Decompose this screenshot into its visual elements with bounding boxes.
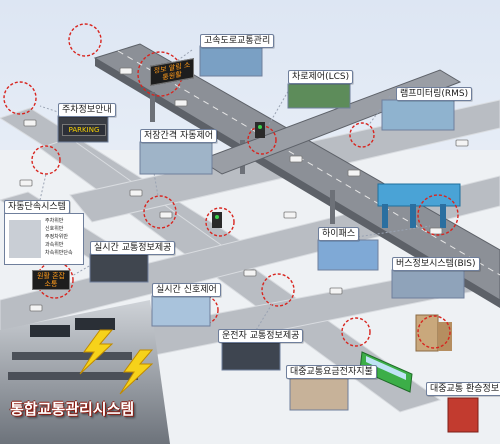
highlight-circle	[417, 315, 451, 349]
elevated-highway	[93, 43, 500, 308]
monitor-wall	[30, 325, 70, 337]
lightning-icon	[119, 349, 154, 395]
car-icon	[23, 119, 37, 127]
highway-side	[95, 58, 500, 308]
highlight-circle	[3, 81, 37, 115]
toll-pillar	[410, 204, 416, 228]
thumb-lcs	[287, 83, 351, 109]
cars	[19, 67, 469, 312]
ramp-deck	[198, 69, 462, 175]
bus	[359, 351, 413, 393]
pillar	[330, 190, 335, 224]
buildings	[415, 314, 479, 433]
highway-deck	[93, 43, 500, 301]
label-intersection-control: 저장간격 자동제어	[140, 129, 218, 143]
label-parking-info: 주차정보안내	[58, 103, 116, 117]
thumb-highway	[199, 45, 263, 77]
car-icon	[283, 211, 297, 219]
thumb-rms	[381, 99, 455, 131]
thumb-intersection	[139, 141, 213, 175]
highlight-circle	[261, 273, 295, 307]
light-green	[215, 215, 219, 219]
building	[415, 314, 439, 352]
traffic-light-icon	[212, 212, 222, 228]
toll-gate	[377, 183, 461, 228]
highlight-circle	[205, 207, 235, 237]
highlight-circle	[31, 145, 61, 175]
building	[438, 322, 452, 351]
label-ramp-metering: 램프미터링(RMS)	[396, 87, 473, 101]
thumb-hipass	[317, 239, 379, 271]
car-icon	[129, 189, 143, 197]
thumb-signal	[151, 295, 211, 327]
car-icon	[119, 67, 133, 75]
label-transfer-info: 대중교통 환승정보	[426, 382, 500, 396]
connector	[249, 303, 273, 341]
main-title: 통합교통관리시스템	[10, 400, 135, 418]
label-hipass: 하이패스	[318, 227, 360, 241]
pillar	[150, 92, 155, 122]
realtime-vms-sign: 원활 혼잡 소통	[32, 270, 70, 290]
label-signal-control: 실시간 신호제어	[152, 283, 221, 297]
car-icon	[329, 287, 343, 295]
enforcement-item: 주정차위반	[45, 234, 69, 240]
enforcement-item: 과속위반	[45, 242, 64, 248]
car-icon	[347, 169, 361, 177]
car-icon	[29, 304, 43, 312]
thumb-payment	[289, 377, 349, 411]
toll-pillar	[382, 204, 388, 228]
parking-sign: PARKING	[62, 124, 106, 136]
control-center	[0, 300, 170, 444]
highlight-circle	[341, 317, 371, 347]
connector	[39, 173, 47, 201]
highlight-circle	[349, 122, 375, 148]
car-icon	[19, 179, 33, 187]
lightning-icon	[79, 329, 114, 375]
desk	[12, 352, 132, 360]
car-icon	[174, 99, 188, 107]
car-icon	[243, 269, 257, 277]
enforcement-item: 차속위반단속	[45, 250, 73, 256]
label-driver-info: 운전자 교통정보제공	[218, 329, 304, 343]
connector	[169, 49, 193, 67]
thumb-realtime	[89, 253, 149, 283]
toll-pillar	[440, 204, 446, 228]
traffic-light-icon	[255, 122, 265, 138]
monitor-wall	[75, 318, 115, 330]
label-highway-management: 고속도로교통관리	[200, 34, 275, 48]
label-enforcement: 자동단속시스템	[4, 200, 70, 214]
label-lane-control: 차로제어(LCS)	[288, 70, 354, 84]
car-icon	[429, 227, 443, 235]
enforcement-item: 주차위반	[45, 218, 64, 224]
enforcement-item: 신호위반	[45, 226, 64, 232]
thumb-driver	[221, 341, 281, 371]
bus-windows	[366, 356, 406, 380]
connector	[267, 87, 291, 127]
highway-lane-line	[117, 50, 500, 276]
traffic-lights	[212, 122, 265, 228]
enforcement-box: 주차위반 신호위반 주정차위반 과속위반 차속위반단속	[4, 213, 84, 265]
thumb-bis	[391, 269, 465, 299]
highlight-circle	[143, 195, 177, 229]
label-realtime-traffic: 실시간 교통정보제공	[90, 241, 176, 255]
label-fare-payment: 대중교통요금전자지불	[286, 365, 377, 379]
transfer-center	[447, 397, 479, 433]
toll-roof	[377, 183, 461, 207]
car-icon	[159, 211, 173, 219]
enforcement-photo	[9, 220, 41, 258]
car-icon	[289, 155, 303, 163]
light-green	[258, 125, 262, 129]
highlight-circles	[3, 23, 459, 349]
highlight-circle	[68, 23, 102, 57]
highlight-circle	[417, 194, 459, 236]
car-icon	[455, 139, 469, 147]
label-bus-info: 버스정보시스템(BIS)	[392, 257, 480, 271]
desk	[8, 372, 138, 380]
connector	[349, 225, 431, 239]
